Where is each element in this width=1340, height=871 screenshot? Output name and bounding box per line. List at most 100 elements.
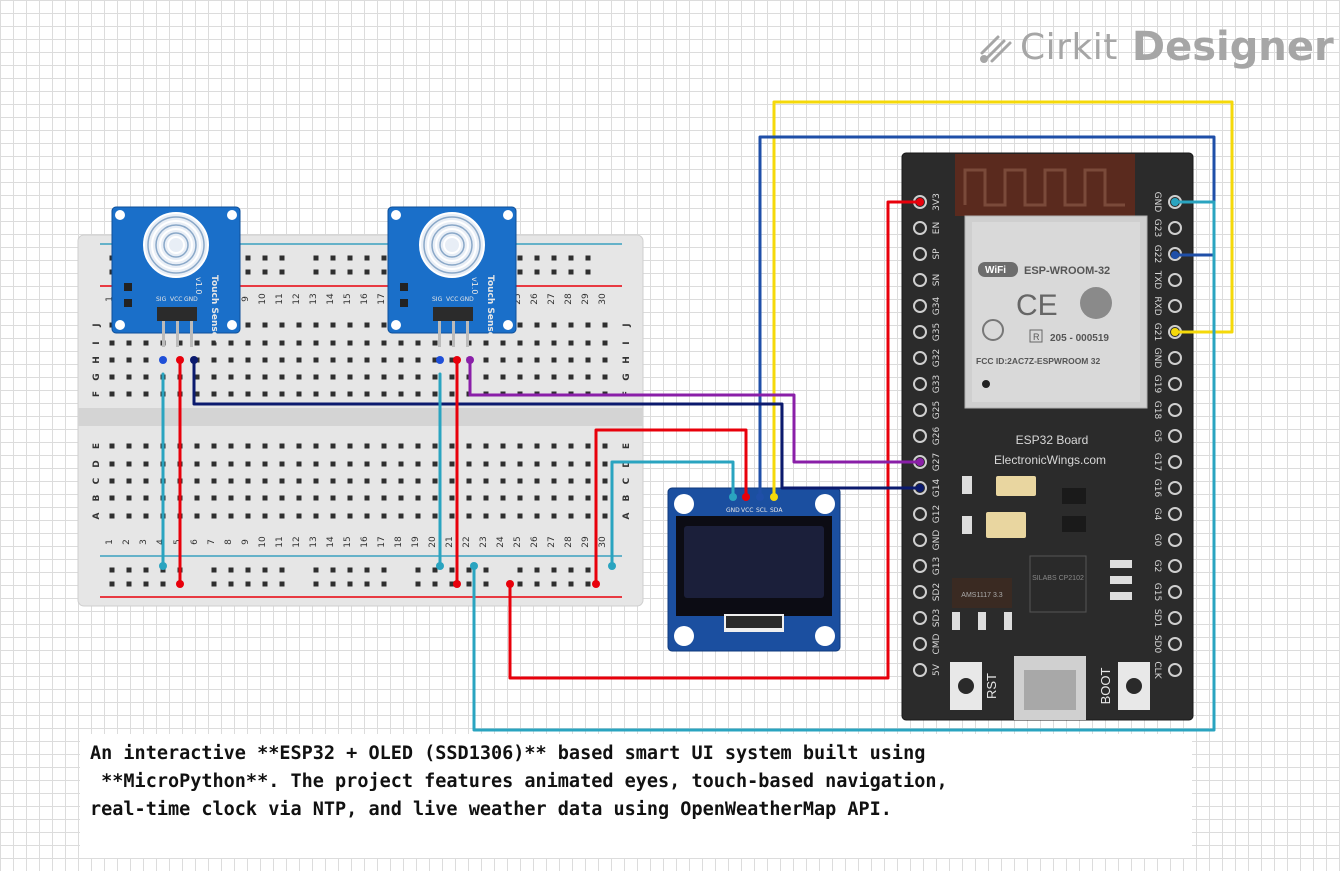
rail-hole[interactable]: [279, 567, 285, 573]
breadboard-hole[interactable]: [534, 461, 540, 467]
breadboard-hole[interactable]: [602, 513, 608, 519]
rail-hole[interactable]: [551, 567, 557, 573]
esp32-pin[interactable]: [1168, 351, 1182, 365]
breadboard-hole[interactable]: [517, 478, 523, 484]
breadboard-hole[interactable]: [296, 495, 302, 501]
breadboard-hole[interactable]: [109, 374, 115, 380]
breadboard-hole[interactable]: [568, 461, 574, 467]
rail-hole[interactable]: [330, 581, 336, 587]
breadboard-hole[interactable]: [296, 357, 302, 363]
wire-endpoint[interactable]: [453, 356, 461, 364]
breadboard-hole[interactable]: [398, 374, 404, 380]
breadboard-hole[interactable]: [449, 513, 455, 519]
breadboard-hole[interactable]: [364, 513, 370, 519]
rst-button[interactable]: [958, 678, 974, 694]
boot-button[interactable]: [1126, 678, 1142, 694]
rail-hole[interactable]: [313, 255, 319, 261]
esp32-pin[interactable]: [913, 351, 927, 365]
breadboard-hole[interactable]: [449, 478, 455, 484]
wire-endpoint[interactable]: [916, 198, 924, 206]
breadboard-hole[interactable]: [245, 478, 251, 484]
breadboard-hole[interactable]: [279, 391, 285, 397]
wire-endpoint[interactable]: [756, 493, 764, 501]
breadboard-hole[interactable]: [517, 374, 523, 380]
breadboard-hole[interactable]: [381, 478, 387, 484]
rail-hole[interactable]: [585, 269, 591, 275]
rail-hole[interactable]: [347, 567, 353, 573]
rail-hole[interactable]: [347, 269, 353, 275]
rail-hole[interactable]: [109, 581, 115, 587]
breadboard-hole[interactable]: [415, 495, 421, 501]
breadboard-hole[interactable]: [228, 461, 234, 467]
esp32-pin[interactable]: [1168, 481, 1182, 495]
breadboard-hole[interactable]: [279, 461, 285, 467]
breadboard-hole[interactable]: [398, 391, 404, 397]
rail-hole[interactable]: [534, 567, 540, 573]
rail-hole[interactable]: [228, 567, 234, 573]
esp32-pin-header[interactable]: 3V3ENSPSNG34G35G32G33G25G26G27G14G12GNDG…: [913, 192, 1182, 680]
breadboard-hole[interactable]: [381, 374, 387, 380]
breadboard-hole[interactable]: [211, 495, 217, 501]
breadboard-hole[interactable]: [347, 443, 353, 449]
breadboard-hole[interactable]: [194, 513, 200, 519]
breadboard-hole[interactable]: [534, 340, 540, 346]
breadboard-hole[interactable]: [364, 461, 370, 467]
rail-hole[interactable]: [517, 269, 523, 275]
rail-hole[interactable]: [262, 581, 268, 587]
breadboard-hole[interactable]: [551, 322, 557, 328]
breadboard-hole[interactable]: [126, 443, 132, 449]
breadboard-hole[interactable]: [347, 391, 353, 397]
sensor-pin-sig[interactable]: [438, 321, 441, 347]
esp32-pin[interactable]: [913, 377, 927, 391]
breadboard-hole[interactable]: [313, 443, 319, 449]
rail-hole[interactable]: [245, 581, 251, 587]
breadboard-hole[interactable]: [245, 495, 251, 501]
breadboard-hole[interactable]: [483, 374, 489, 380]
rail-hole[interactable]: [262, 255, 268, 261]
rail-hole[interactable]: [313, 269, 319, 275]
breadboard-hole[interactable]: [449, 443, 455, 449]
rail-hole[interactable]: [364, 581, 370, 587]
breadboard-hole[interactable]: [228, 357, 234, 363]
breadboard-hole[interactable]: [449, 391, 455, 397]
esp32-pin[interactable]: [913, 533, 927, 547]
breadboard-hole[interactable]: [534, 495, 540, 501]
breadboard-hole[interactable]: [245, 391, 251, 397]
esp32-pin[interactable]: [913, 247, 927, 261]
breadboard-hole[interactable]: [381, 391, 387, 397]
breadboard-hole[interactable]: [347, 374, 353, 380]
breadboard-hole[interactable]: [347, 478, 353, 484]
breadboard-hole[interactable]: [483, 443, 489, 449]
wire-endpoint[interactable]: [436, 562, 444, 570]
breadboard-hole[interactable]: [381, 461, 387, 467]
esp32-pin[interactable]: [1168, 429, 1182, 443]
breadboard-hole[interactable]: [330, 322, 336, 328]
esp32-pin[interactable]: [913, 325, 927, 339]
breadboard-hole[interactable]: [330, 340, 336, 346]
esp32-pin[interactable]: [1168, 221, 1182, 235]
breadboard-hole[interactable]: [398, 443, 404, 449]
esp32-pin[interactable]: [1168, 455, 1182, 469]
breadboard-hole[interactable]: [143, 495, 149, 501]
rail-hole[interactable]: [364, 255, 370, 261]
breadboard-hole[interactable]: [415, 478, 421, 484]
breadboard-hole[interactable]: [262, 513, 268, 519]
rail-hole[interactable]: [449, 567, 455, 573]
breadboard-hole[interactable]: [500, 495, 506, 501]
rail-hole[interactable]: [517, 567, 523, 573]
breadboard-hole[interactable]: [415, 513, 421, 519]
breadboard-hole[interactable]: [585, 340, 591, 346]
breadboard-hole[interactable]: [279, 340, 285, 346]
rail-hole[interactable]: [568, 269, 574, 275]
wire-endpoint[interactable]: [466, 356, 474, 364]
breadboard-hole[interactable]: [551, 374, 557, 380]
breadboard-hole[interactable]: [330, 443, 336, 449]
rail-hole[interactable]: [466, 581, 472, 587]
breadboard-hole[interactable]: [262, 322, 268, 328]
wire-endpoint[interactable]: [159, 356, 167, 364]
breadboard-hole[interactable]: [245, 374, 251, 380]
breadboard-hole[interactable]: [313, 322, 319, 328]
breadboard-hole[interactable]: [109, 357, 115, 363]
breadboard-hole[interactable]: [296, 443, 302, 449]
oled-display[interactable]: GND VCC SCL SDA: [667, 487, 841, 652]
